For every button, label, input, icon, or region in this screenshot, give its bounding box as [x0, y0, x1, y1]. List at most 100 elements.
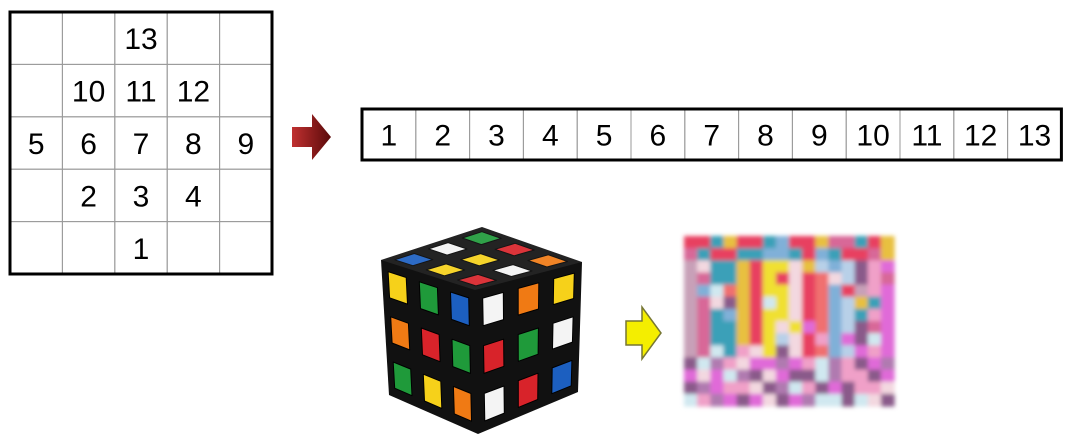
mosaic-pixel	[750, 394, 764, 407]
mosaic-pixel	[855, 285, 869, 298]
mosaic-pixel	[868, 321, 882, 334]
mosaic-pixel	[815, 394, 829, 407]
mosaic-pixel	[697, 272, 711, 285]
mosaic-pixel	[750, 333, 764, 346]
mosaic-pixel	[737, 382, 751, 395]
mosaic-pixel	[855, 394, 869, 407]
mosaic-pixel	[684, 370, 698, 383]
mosaic-pixel	[815, 272, 829, 285]
grid-cell-number: 11	[125, 76, 156, 109]
mosaic-pixel	[868, 297, 882, 310]
mosaic-pixel	[868, 272, 882, 285]
mosaic-pixel	[815, 285, 829, 298]
mosaic-pixel	[789, 248, 803, 261]
mosaic-pixel	[697, 248, 711, 261]
mosaic-pixel	[855, 297, 869, 310]
grid-cell	[62, 12, 114, 64]
mosaic-pixel	[828, 236, 842, 249]
mosaic-pixel	[828, 357, 842, 370]
mosaic-pixel	[763, 370, 777, 383]
mosaic-pixel	[855, 321, 869, 334]
mosaic-pixel	[723, 370, 737, 383]
yellow-right-arrow-icon	[626, 307, 661, 359]
mosaic-pixel	[855, 248, 869, 261]
mosaic-pixel	[842, 297, 856, 310]
mosaic-pixel	[684, 345, 698, 358]
mosaic-pixel	[723, 357, 737, 370]
mosaic-pixel	[763, 260, 777, 273]
mosaic-pixel	[710, 297, 724, 310]
mosaic-pixel	[710, 236, 724, 249]
mosaic-pixel	[842, 370, 856, 383]
mosaic-pixel	[710, 285, 724, 298]
grid-cell	[220, 169, 272, 221]
mosaic-pixel	[881, 333, 895, 346]
mosaic-pixel	[723, 297, 737, 310]
mosaic-pixel	[723, 333, 737, 346]
mosaic-pixel	[723, 321, 737, 334]
mosaic-pixel	[684, 285, 698, 298]
mosaic-pixel	[789, 394, 803, 407]
strip-cell-number: 11	[911, 120, 942, 153]
mosaic-pixel	[855, 236, 869, 249]
mosaic-pixel	[763, 333, 777, 346]
grid-cell-number: 10	[72, 76, 105, 109]
mosaic-pixel	[815, 345, 829, 358]
mosaic-pixel	[789, 285, 803, 298]
mosaic-pixel	[868, 333, 882, 346]
mosaic-pixel	[789, 297, 803, 310]
mosaic-pixel	[789, 382, 803, 395]
mosaic-pixel	[776, 394, 790, 407]
mosaic-pixel	[802, 370, 816, 383]
mosaic-pixel	[881, 394, 895, 407]
mosaic-pixel	[868, 236, 882, 249]
mosaic-pixel	[868, 260, 882, 273]
mosaic-pixel	[842, 394, 856, 407]
mosaic-pixel	[868, 248, 882, 261]
mosaic-pixel	[789, 260, 803, 273]
mosaic-pixel	[828, 382, 842, 395]
mosaic-pixel	[710, 394, 724, 407]
mosaic-pixel	[842, 260, 856, 273]
mosaic-pixel	[789, 345, 803, 358]
mosaic-pixel	[855, 333, 869, 346]
mosaic-pixel	[881, 272, 895, 285]
grid-cell-number: 1	[133, 233, 150, 266]
mosaic-pixel	[750, 272, 764, 285]
mosaic-pixel	[881, 357, 895, 370]
mosaic-pixel	[855, 260, 869, 273]
mosaic-pixel	[776, 285, 790, 298]
grid-cell	[220, 12, 272, 64]
mosaic-pixel	[684, 248, 698, 261]
grid-cell	[167, 12, 219, 64]
mosaic-pixel	[684, 333, 698, 346]
mosaic-pixel	[802, 382, 816, 395]
grid-cell	[10, 222, 62, 274]
mosaic-pixel	[789, 309, 803, 322]
mosaic-pixel	[723, 285, 737, 298]
mosaic-pixel	[723, 248, 737, 261]
right-arrow-icon	[292, 114, 331, 160]
mosaic-pixel	[710, 333, 724, 346]
mosaic-pixel	[815, 333, 829, 346]
mosaic-pixel	[776, 272, 790, 285]
mosaic-pixel	[737, 321, 751, 334]
mosaic-pixel	[789, 321, 803, 334]
mosaic-pixel	[684, 272, 698, 285]
strip-cell-number: 5	[596, 120, 613, 153]
mosaic-pixel	[697, 260, 711, 273]
strip-cell-number: 1	[381, 120, 398, 153]
mosaic-pixel	[828, 248, 842, 261]
mosaic-pixel	[697, 285, 711, 298]
mosaic-pixel	[828, 345, 842, 358]
mosaic-pixel	[776, 309, 790, 322]
mosaic-pixel	[684, 357, 698, 370]
mosaic-pixel	[776, 297, 790, 310]
mosaic-pixel	[802, 272, 816, 285]
grid-cell	[62, 222, 114, 274]
grid-cell	[10, 64, 62, 116]
mosaic-pixel	[881, 285, 895, 298]
mosaic-pixel	[723, 260, 737, 273]
mosaic-pixel	[881, 236, 895, 249]
